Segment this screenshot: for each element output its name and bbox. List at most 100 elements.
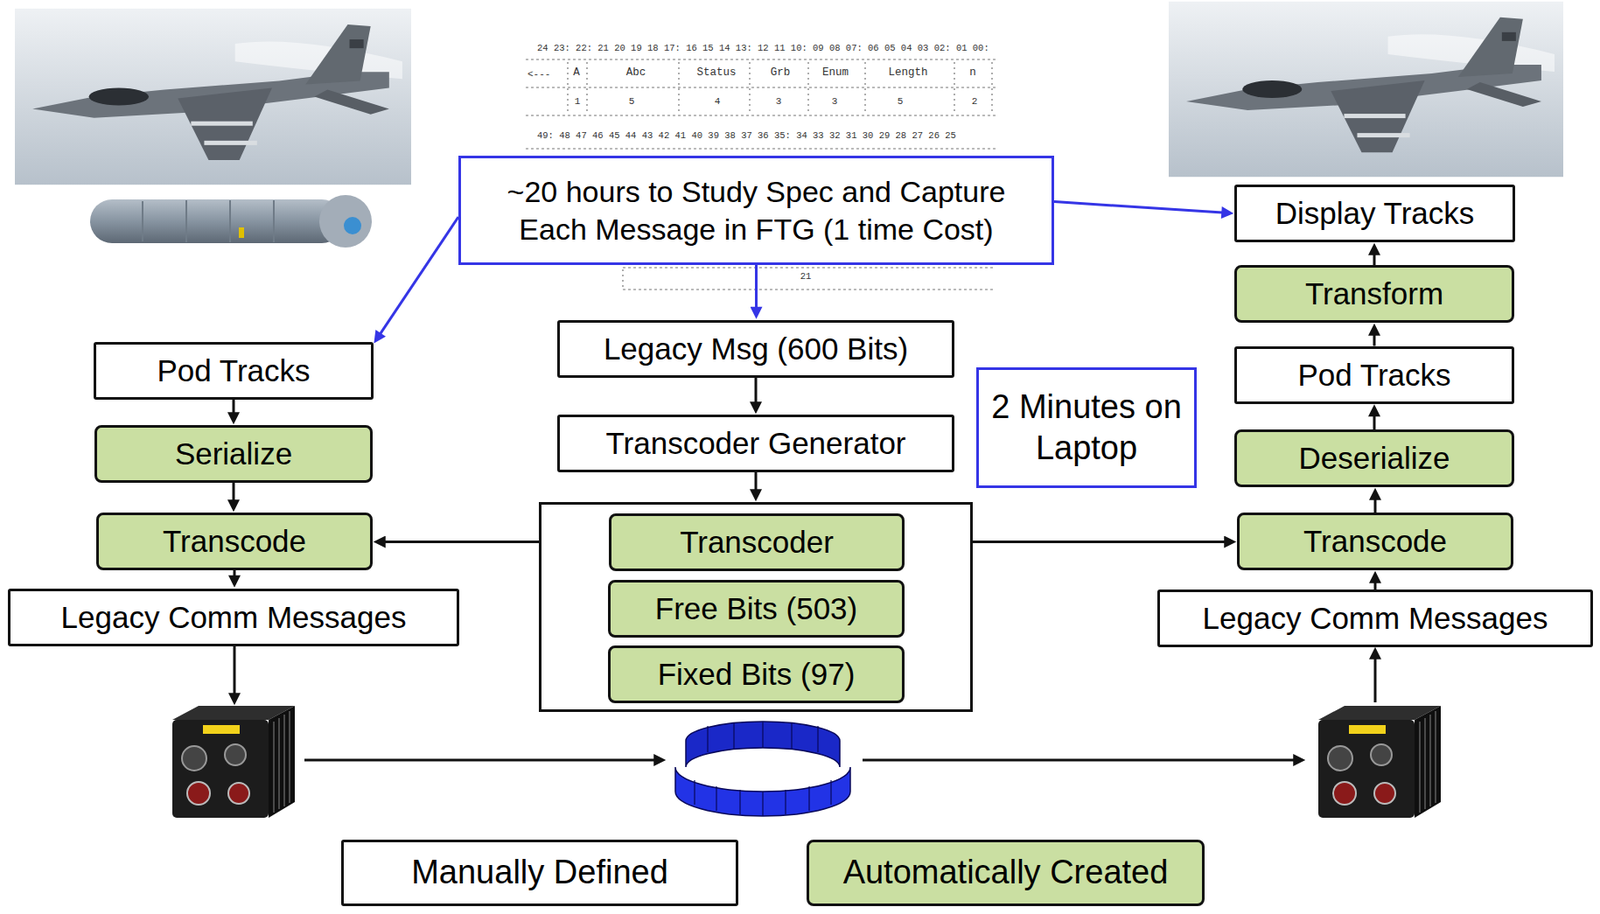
- connector-arrow: [1373, 409, 1377, 431]
- box-label: Deserialize: [1298, 440, 1450, 477]
- radio-unit: [172, 705, 295, 818]
- legend-swatch: Manually Defined: [341, 839, 739, 907]
- radio-unit: [1333, 782, 1356, 805]
- transcoder-frame: TranscoderFree Bits (503) Fixed Bits (97): [538, 502, 973, 713]
- bit-field-rules: [525, 148, 996, 150]
- bit-field-text: 2: [971, 96, 979, 107]
- bit-field-text: 49: 48 47 46 45 44 43 42 41 40 39 38 37 …: [537, 131, 957, 142]
- radio-unit: [1429, 714, 1432, 807]
- data-box: Pod Tracks: [93, 342, 374, 400]
- sensor-pod: [343, 216, 362, 235]
- sensor-pod: [90, 199, 344, 244]
- bit-field-separators: [748, 62, 750, 113]
- bus-arrows: [862, 759, 1301, 762]
- bit-field-text: 24 23: 22: 21 20 19 18 17: 16 15 14 13: …: [537, 43, 990, 55]
- generated-box: Deserialize: [1234, 429, 1515, 488]
- generated-box: Serialize: [94, 425, 373, 483]
- data-bus-drum: [808, 786, 810, 811]
- bit-field-rules: [622, 267, 996, 269]
- radio-unit: [1318, 705, 1441, 818]
- box-label: Pod Tracks: [1297, 356, 1451, 394]
- bit-field-rules: [525, 87, 996, 89]
- bus-arrows: [234, 644, 1376, 761]
- fighter-jet-photo: [1168, 1, 1564, 177]
- data-box: Legacy Comm Messages: [7, 588, 460, 647]
- box-label: 2 Minutes on Laptop: [991, 386, 1182, 470]
- bit-field-separators: [864, 62, 866, 113]
- box-label: Pod Tracks: [156, 352, 310, 390]
- data-bus-drum: [694, 721, 832, 817]
- radio-unit: [1419, 711, 1436, 813]
- data-bus-drum: [790, 722, 792, 749]
- legend-text: Automatically Created: [843, 852, 1169, 894]
- sensor-pod: [238, 227, 245, 238]
- bit-field-text: 5: [628, 96, 636, 107]
- box-label: Transcoder: [679, 524, 834, 561]
- bit-field-separators: [677, 62, 679, 113]
- radio-unit: [278, 718, 280, 810]
- sensor-pod: [185, 200, 188, 243]
- box-label: ~20 hours to Study Spec and Capture Each…: [473, 173, 1040, 248]
- radio-unit: [1327, 746, 1353, 771]
- box-label: Legacy Comm Messages: [1202, 600, 1549, 637]
- bit-field-separators: [567, 62, 993, 288]
- sensor-pod: [90, 195, 372, 248]
- connector-arrow: [233, 570, 237, 584]
- radio-unit: [1434, 711, 1437, 804]
- radio-unit: [1374, 782, 1396, 804]
- fighter-jet-photo: [1168, 1, 1564, 177]
- box-label: Legacy Comm Messages: [61, 599, 407, 636]
- radio-unit: [1370, 744, 1392, 766]
- box-label: Transcoder Generator: [605, 425, 906, 462]
- bit-field-rules: [525, 59, 996, 290]
- connector-arrow: [754, 265, 758, 315]
- generated-box: Free Bits (503): [607, 579, 905, 638]
- fighter-jet-photo: [14, 8, 412, 185]
- connector-arrow: [232, 399, 236, 421]
- bit-field-text: 3: [831, 96, 839, 107]
- data-box: Legacy Msg (600 Bits): [557, 320, 955, 378]
- radio-unit: [272, 721, 275, 813]
- radio-unit: [1318, 719, 1415, 818]
- radio-unit: [181, 746, 207, 771]
- bit-field-text: Enum: [822, 67, 849, 80]
- box-label: Transform: [1305, 275, 1444, 313]
- radio-unit: [283, 714, 286, 807]
- data-bus-drum: [715, 786, 717, 811]
- sensor-pod: [229, 200, 231, 243]
- bit-field-text: A: [572, 67, 580, 80]
- generated-box: Transform: [1234, 265, 1515, 323]
- box-label: Legacy Msg (600 Bits): [603, 330, 909, 368]
- bit-field-separators: [953, 62, 955, 113]
- bit-field-separators: [586, 62, 587, 113]
- data-bus-drum: [675, 767, 851, 817]
- radio-unit: [172, 719, 269, 818]
- radio-unit: [273, 711, 290, 813]
- connector-arrow: [1374, 575, 1377, 590]
- bit-field-text: 3: [775, 96, 783, 107]
- connector-arrow: [376, 216, 459, 340]
- box-label: Fixed Bits (97): [657, 656, 856, 693]
- legend-swatch: Automatically Created: [806, 839, 1205, 907]
- data-bus-drum: [761, 721, 763, 748]
- radio-unit: [228, 782, 250, 804]
- radio-unit: [268, 705, 295, 818]
- connector-arrow: [1054, 202, 1230, 214]
- data-box: Display Tracks: [1234, 184, 1516, 243]
- box-label: Serialize: [174, 435, 293, 473]
- radio-unit: [224, 744, 246, 766]
- box-label: Transcode: [1303, 523, 1447, 560]
- bit-field-text: 4: [714, 96, 721, 107]
- data-bus-drum: [675, 721, 851, 817]
- data-bus-drum: [706, 726, 708, 753]
- data-bus-drum: [693, 780, 695, 805]
- bit-field-text: Abc: [626, 67, 647, 80]
- legend-text: Manually Defined: [411, 852, 669, 894]
- sensor-pod: [141, 201, 144, 242]
- radio-unit: [1348, 725, 1386, 734]
- connector-arrow: [754, 472, 758, 497]
